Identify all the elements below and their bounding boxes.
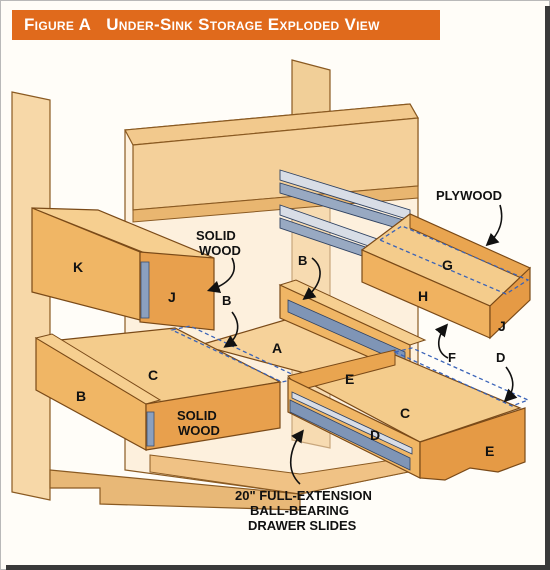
lower-right-drawer: [287, 347, 530, 481]
callout-plywood: PLYWOOD: [436, 188, 502, 203]
panel-b-left-top: [34, 333, 162, 405]
label-b-left: B: [76, 388, 86, 404]
upper-slides: [279, 169, 411, 263]
label-a: A: [272, 340, 282, 356]
frame-shadow-bottom: [6, 565, 550, 570]
solid-wood-front-left: [145, 381, 281, 451]
frame-shadow-right: [545, 6, 550, 570]
figure-title-bar: Figure A Under-Sink Storage Exploded Vie…: [12, 10, 440, 40]
arrow-f: [434, 323, 449, 359]
callout-solid-wood-bottom-line1: SOLID: [177, 408, 217, 423]
callout-solid-wood-top-line2: WOOD: [199, 243, 241, 258]
figure-number: Figure A: [24, 15, 92, 34]
figure-title: Figure A Under-Sink Storage Exploded Vie…: [24, 15, 390, 35]
callout-b-arrow-top: B: [298, 253, 307, 268]
arrow-solid-wood-top: [206, 257, 235, 294]
part-letters: K J A C B G H J E C D E: [73, 257, 506, 459]
figure-name: Under-Sink Storage Exploded View: [106, 15, 380, 34]
callout-slides-line3: DRAWER SLIDES: [248, 518, 357, 533]
tray-dashed-slot: [378, 225, 530, 295]
slide-bracket-upper-left: [140, 261, 150, 319]
arrow-b-left: [223, 311, 239, 348]
callout-slides-line2: BALL-BEARING: [250, 503, 349, 518]
label-c-left: C: [148, 367, 158, 383]
slide-bracket-lower-left: [146, 411, 155, 447]
label-c-right: C: [400, 405, 410, 421]
panel-j-right: [489, 266, 531, 340]
upper-left-drawer: [31, 207, 215, 331]
label-g: G: [442, 257, 453, 273]
label-e-top: E: [345, 371, 354, 387]
callout-solid-wood-top-line1: SOLID: [196, 228, 236, 243]
cabinet-left-panel: [11, 91, 51, 501]
upper-right-tray: [360, 213, 532, 340]
label-h: H: [418, 288, 428, 304]
arrow-slides: [290, 429, 304, 485]
callout-d-arrow: D: [496, 350, 505, 365]
callout-b-arrow: B: [222, 293, 231, 308]
panel-j-left: [139, 251, 215, 331]
label-j-right: J: [498, 318, 506, 334]
label-d: D: [370, 427, 380, 443]
label-k: K: [73, 259, 83, 275]
callout-slides-line1: 20" FULL-EXTENSION: [235, 488, 372, 503]
callout-solid-wood-bottom-line2: WOOD: [178, 423, 220, 438]
arrow-b-top: [302, 257, 321, 300]
callouts: SOLID WOOD B B PLYWOOD F D SOLID WOOD 20…: [177, 188, 518, 533]
label-j-left: J: [168, 289, 176, 305]
arrow-plywood: [485, 204, 503, 247]
label-e-front: E: [485, 443, 494, 459]
callout-f-arrow: F: [448, 350, 456, 365]
lower-right-dashed-slot: [393, 347, 530, 407]
arrow-d: [503, 366, 518, 403]
lower-drawer-slide: [289, 399, 411, 471]
panel-e-front: [419, 407, 526, 481]
lower-drawer-slide-2: [291, 391, 413, 455]
